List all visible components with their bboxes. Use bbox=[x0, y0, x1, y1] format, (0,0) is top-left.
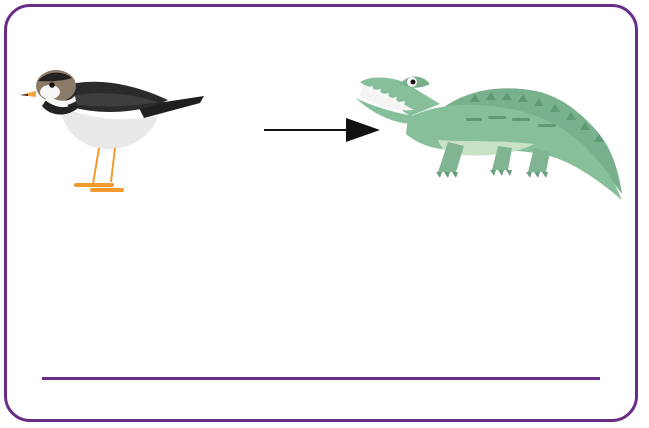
crocodile-icon bbox=[352, 54, 628, 206]
answer-line bbox=[42, 377, 600, 380]
plover-bird-icon bbox=[18, 58, 208, 200]
